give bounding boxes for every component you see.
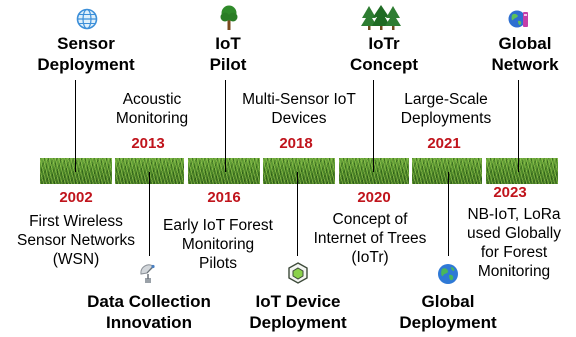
year-2023: 2023 xyxy=(493,184,527,201)
early-iot-text: Early IoT Forest Monitoring Pilots xyxy=(163,217,273,272)
nb-iot-lora-text: NB-IoT, LoRa used Globally for Forest Mo… xyxy=(467,206,561,280)
timeline-segment xyxy=(486,158,558,184)
data-collection-title: Data Collection Innovation xyxy=(87,292,211,332)
satellite-dish-icon xyxy=(140,264,155,283)
first-wsn-text: First Wireless Sensor Networks (WSN) xyxy=(16,213,135,268)
year-2020: 2020 xyxy=(357,189,391,206)
connector-iotr-concept xyxy=(373,80,374,172)
year-2002: 2002 xyxy=(59,189,93,206)
year-2016: 2016 xyxy=(207,189,241,206)
tree-icon xyxy=(220,5,238,30)
connector-data-collection xyxy=(149,172,150,256)
timeline-segment xyxy=(339,158,409,184)
connector-iot-device xyxy=(297,172,298,256)
year-2013: 2013 xyxy=(131,135,165,152)
iotr-concept-title: IoTr Concept xyxy=(350,34,418,74)
sensor-deployment-title: Sensor Deployment xyxy=(37,34,135,74)
iot-device-icon xyxy=(288,262,308,284)
connector-global-network xyxy=(518,80,519,172)
connector-sensor-deployment xyxy=(75,80,76,172)
year-2018: 2018 xyxy=(279,135,313,152)
iot-pilot-title: IoT Pilot xyxy=(209,34,247,74)
timeline-segment xyxy=(40,158,112,184)
earth-icon xyxy=(438,264,458,284)
timeline-segment xyxy=(263,158,335,184)
multi-sensor-text: Multi-Sensor IoT Devices xyxy=(242,91,356,127)
concept-iot-text: Concept of Internet of Trees (IoTr) xyxy=(313,211,427,266)
large-scale-text: Large-Scale Deployments xyxy=(400,91,492,127)
connector-global-deployment xyxy=(448,172,449,256)
year-2021: 2021 xyxy=(427,135,461,152)
acoustic-monitoring-text: Acoustic Monitoring xyxy=(115,91,189,127)
timeline-segment xyxy=(115,158,184,184)
connector-iot-pilot xyxy=(225,80,226,172)
forest-icon xyxy=(361,5,401,30)
global-deployment-title: Global Deployment xyxy=(399,292,497,332)
network-globe-icon xyxy=(508,10,528,28)
iot-device-title: IoT Device Deployment xyxy=(249,292,347,332)
timeline-segment xyxy=(412,158,482,184)
global-network-title: Global Network xyxy=(491,34,559,74)
globe-icon xyxy=(76,8,98,30)
timeline-segment xyxy=(188,158,260,184)
